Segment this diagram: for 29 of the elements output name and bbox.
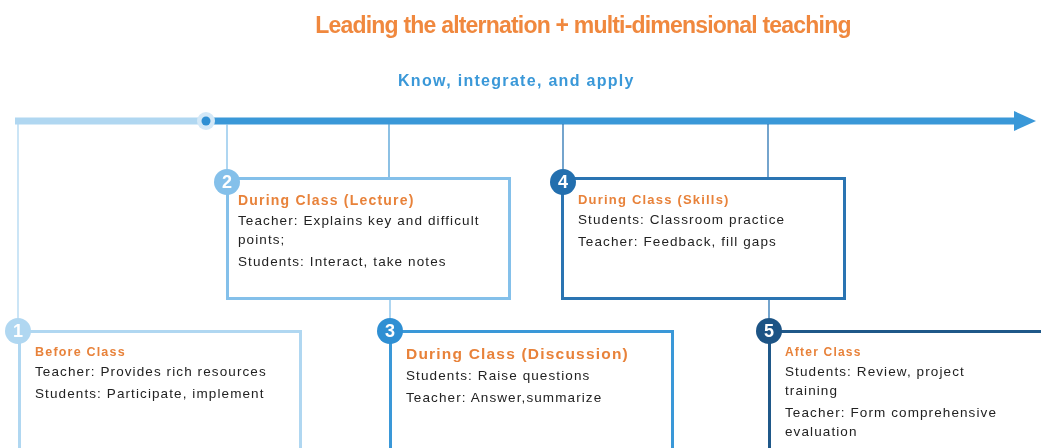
stage-text: Teacher: Form comprehensive evaluation	[785, 404, 999, 441]
connector-line	[389, 299, 391, 319]
step-number-badge: 3	[377, 318, 403, 344]
stage-text: Students: Review, project training	[785, 363, 966, 400]
title: Leading the alternation + multi-dimensional teaching	[314, 12, 852, 39]
stage-heading: After Class	[785, 345, 863, 359]
stage-text: Students: Classroom practice	[578, 211, 787, 229]
connector-line	[226, 123, 228, 170]
connector-line	[17, 123, 19, 319]
timeline-label: Know, integrate, and apply	[398, 72, 635, 90]
stage-heading: During Class (Lecture)	[238, 192, 416, 208]
step-number-badge: 5	[756, 318, 782, 344]
stage-heading: Before Class	[35, 345, 127, 359]
step-number-badge: 1	[5, 318, 31, 344]
stage-text: Teacher: Provides rich resources	[35, 363, 268, 381]
stage-text: Students: Raise questions	[406, 367, 592, 385]
stage-text: Students: Interact, take notes	[238, 253, 448, 271]
stage-text: Teacher: Feedback, fill gaps	[578, 233, 778, 251]
step-number-badge: 2	[214, 169, 240, 195]
stage-text: Students: Participate, implement	[35, 385, 266, 403]
step-number-badge: 4	[550, 169, 576, 195]
connector-line	[388, 123, 390, 178]
stage-heading: During Class (Skills)	[578, 192, 731, 207]
connector-line	[767, 123, 769, 178]
connector-line	[562, 123, 564, 170]
stage-heading: During Class (Discussion)	[406, 345, 630, 363]
stage-text: Teacher: Explains key and difficult points;	[238, 212, 481, 249]
connector-line	[768, 299, 770, 319]
stage-text: Teacher: Answer,summarize	[406, 389, 604, 407]
